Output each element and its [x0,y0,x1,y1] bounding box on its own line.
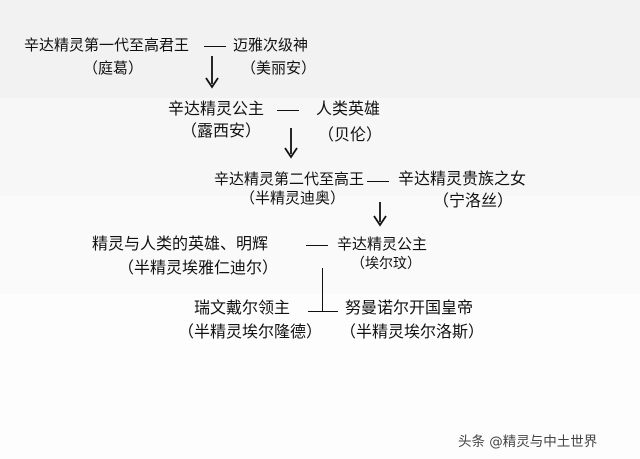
gen1-left-name: 辛达精灵第一代至高君王 [24,36,190,54]
gen4-right-name: 辛达精灵公主 [337,235,428,253]
background-band-2 [0,98,640,196]
gen1-right-name: 迈雅次级神 [233,36,309,54]
gen3-right-name: 辛达精灵贵族之女 [398,169,527,188]
background-band-1 [0,0,640,98]
gen1-left-sub: （庭葛） [83,59,144,77]
gen2-left-sub: （露西安） [181,121,262,140]
gen4-left-name: 精灵与人类的英雄、明辉 [92,234,269,253]
sibling-branch-line [308,311,338,312]
gen5-left-name: 瑞文戴尔领主 [194,298,291,317]
gen2-right-name: 人类英雄 [316,99,381,118]
descent-arrow-2 [284,128,298,159]
descent-arrow-1 [205,56,219,89]
gen5-right-name: 努曼诺尔开国皇帝 [345,298,474,317]
gen5-left-sub: （半精灵埃尔隆德） [178,322,323,341]
marriage-line-gen2 [277,110,299,111]
gen5-right-sub: （半精灵埃尔洛斯） [340,322,485,341]
gen3-left-name: 辛达精灵第二代至高王 [214,170,365,188]
watermark: 头条 @精灵与中土世界 [458,434,598,450]
gen4-left-sub: （半精灵埃雅仁迪尔） [118,258,279,277]
gen3-left-sub: （半精灵迪奥） [240,189,346,207]
descent-arrow-3 [373,202,387,230]
gen3-right-sub: （宁洛丝） [433,191,514,210]
background-band-4 [0,294,640,459]
gen2-left-name: 辛达精灵公主 [168,99,265,118]
marriage-line-gen1 [204,46,226,47]
gen2-right-sub: （贝伦） [318,125,383,144]
gen1-right-sub: （美丽安） [241,59,317,77]
descent-line-gen4 [322,268,323,312]
marriage-line-gen3 [367,181,389,182]
gen4-right-sub: （埃尔玟） [351,256,421,272]
marriage-line-gen4 [306,245,328,246]
